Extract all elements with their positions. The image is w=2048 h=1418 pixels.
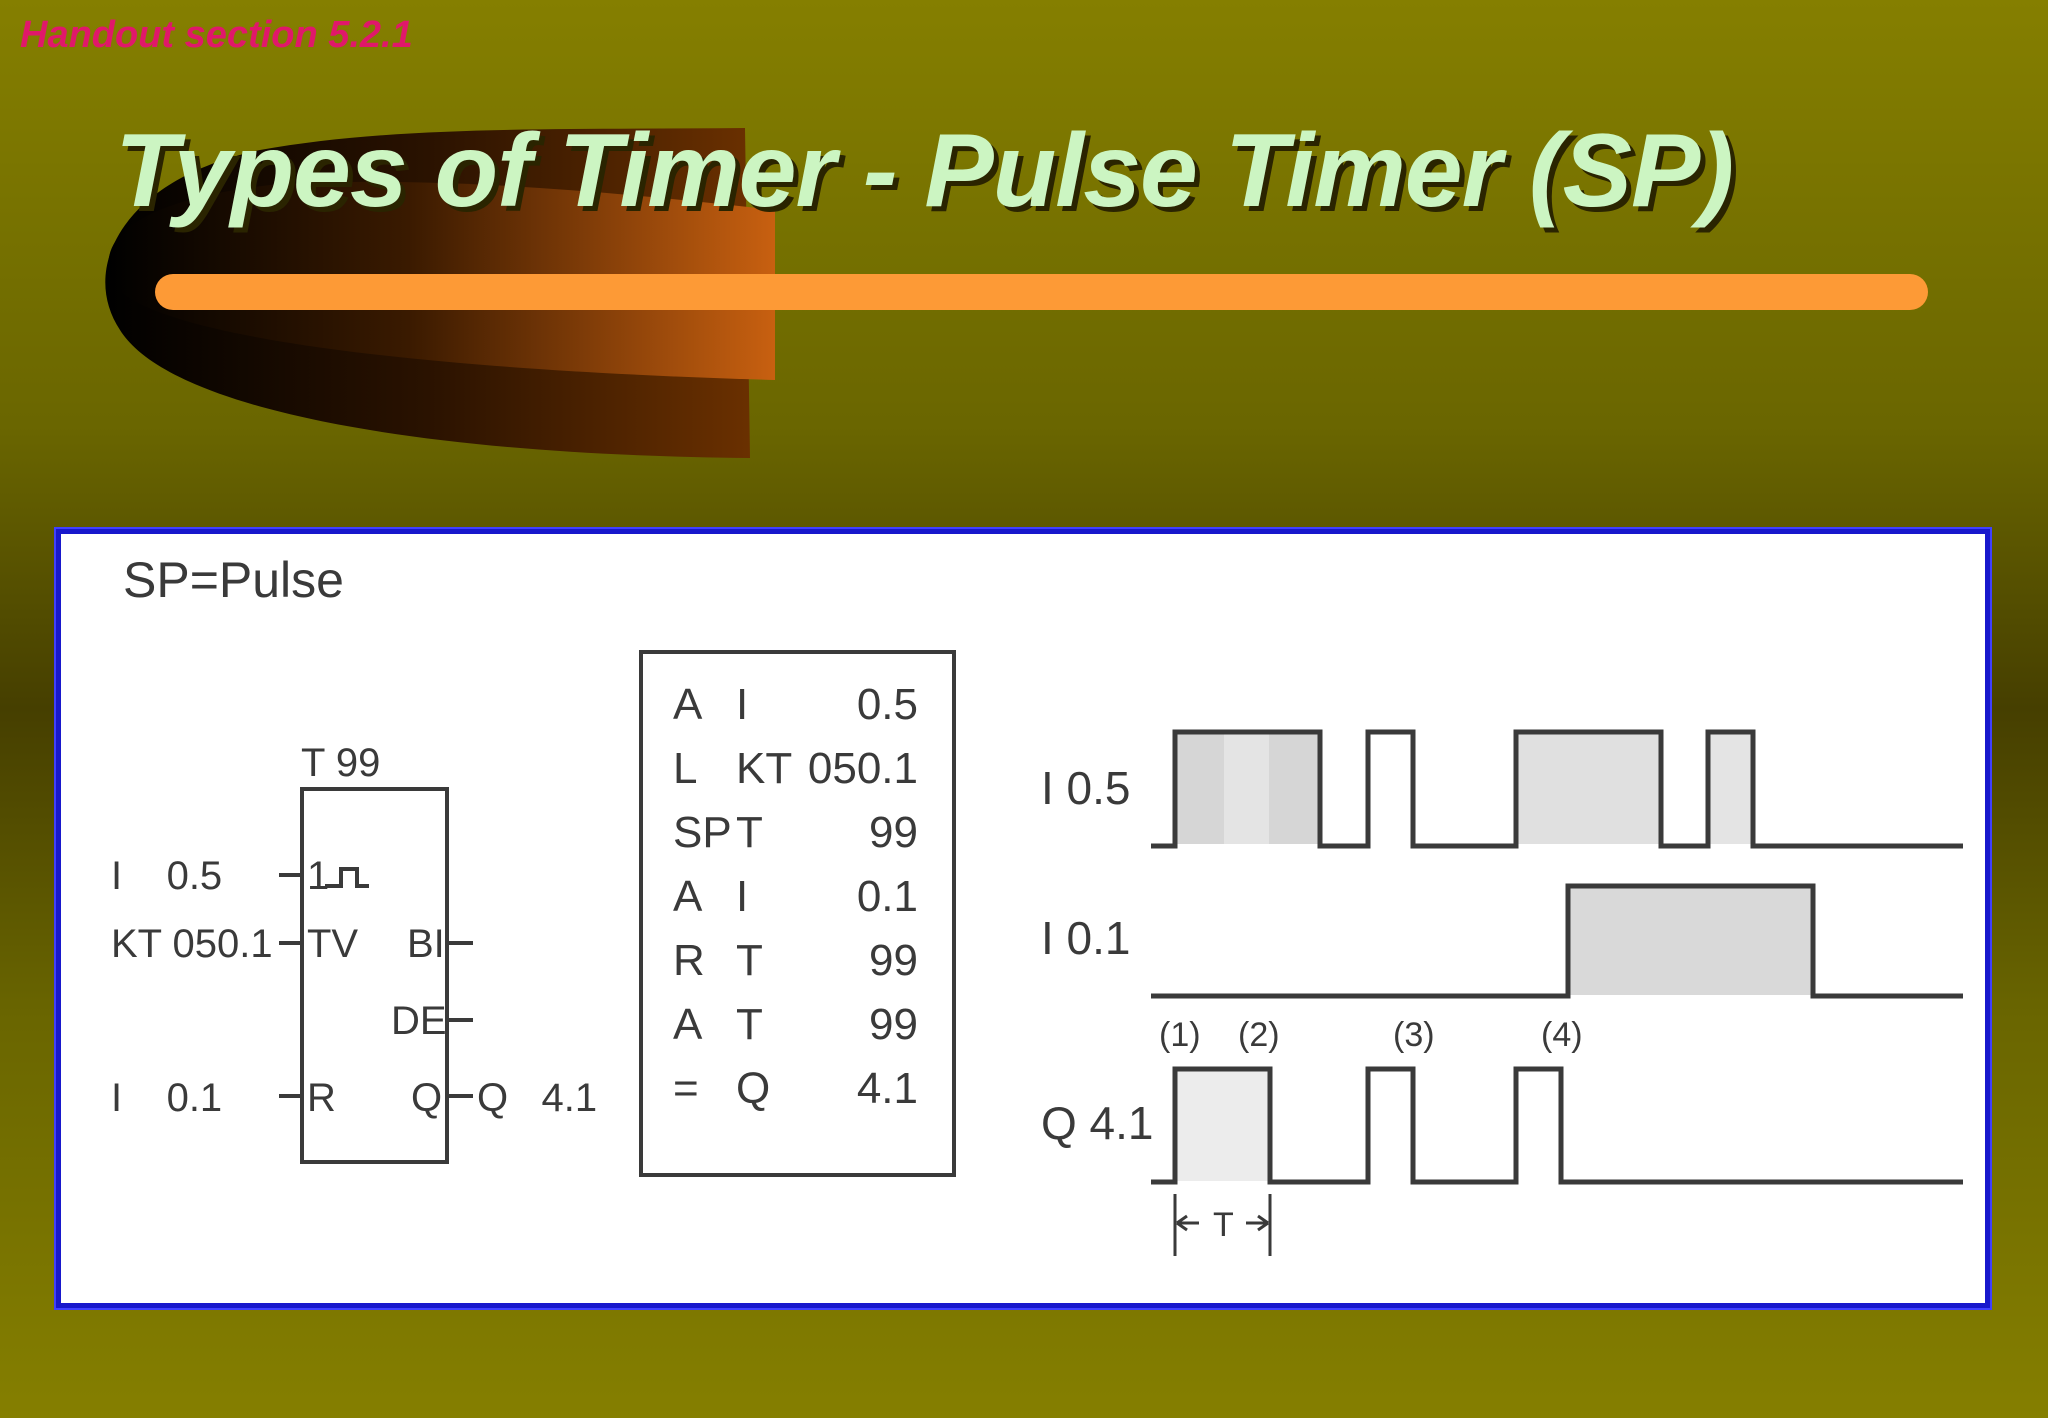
- diagram-heading: SP=Pulse: [123, 552, 344, 608]
- pin-r-label: R: [307, 1076, 336, 1120]
- period-arrow-left: [1176, 1214, 1199, 1232]
- block-name: T 99: [301, 741, 380, 785]
- slide-title: Types of Timer - Pulse Timer (SP): [115, 113, 1734, 229]
- marker-1: (1): [1159, 1016, 1201, 1054]
- i01-pulse-fill: [1568, 886, 1813, 995]
- stl-row-7-col-2: Q: [736, 1064, 770, 1113]
- stl-row-5-col-1: R: [673, 936, 705, 985]
- input-tv-operand: KT 050.1: [111, 922, 273, 966]
- output-q-operand: Q 4.1: [477, 1076, 597, 1120]
- stl-row-1-col-3: 0.5: [857, 680, 918, 729]
- stl-row-7-col-3: 4.1: [857, 1064, 918, 1113]
- pin-tv-label: TV: [307, 922, 358, 966]
- stl-row-2-col-1: L: [673, 744, 697, 793]
- stl-row-3-col-2: T: [736, 808, 763, 857]
- stl-row-2-col-3: 050.1: [808, 744, 918, 793]
- title-decoration: [105, 128, 775, 458]
- marker-3: (3): [1393, 1016, 1435, 1054]
- signal-label-i05: I 0.5: [1041, 762, 1131, 814]
- i05-waveform: [1151, 729, 1963, 849]
- stl-row-5-col-2: T: [736, 936, 763, 985]
- i01-waveform: [1151, 883, 1963, 999]
- handout-section-label: Handout section 5.2.1: [20, 14, 413, 56]
- timer-block: [300, 787, 449, 1164]
- i05-pulse-fill-4: [1708, 732, 1753, 844]
- i05-pulse-fill-2: [1224, 732, 1269, 844]
- q41-pulse-fill: [1175, 1069, 1270, 1181]
- input-r-operand: I 0.1: [111, 1076, 222, 1120]
- stl-row-1-col-1: A: [673, 680, 703, 729]
- marker-2: (2): [1238, 1016, 1280, 1054]
- stl-row-3-col-3: 99: [869, 808, 918, 857]
- pulse-symbol: [325, 867, 369, 888]
- pin-s-label: 1: [307, 854, 329, 898]
- stl-row-1-col-2: I: [736, 680, 748, 729]
- stl-row-6-col-1: A: [673, 1000, 703, 1049]
- stl-row-2-col-2: KT: [736, 744, 792, 793]
- title-underline-bar: [155, 274, 1928, 310]
- timing-diagram: I 0.5 I 0.1 Q 4.1 (1) (2) (3) (4) T: [1041, 729, 1963, 1256]
- pin-de-label: DE: [391, 999, 447, 1043]
- signal-label-i01: I 0.1: [1041, 912, 1131, 964]
- marker-4: (4): [1541, 1016, 1583, 1054]
- stl-row-6-col-2: T: [736, 1000, 763, 1049]
- q41-waveform: [1151, 1066, 1963, 1185]
- i05-pulse-fill-3: [1516, 732, 1661, 844]
- pin-bi-label: BI: [407, 922, 445, 966]
- period-arrow-right: [1246, 1214, 1269, 1232]
- input-s-operand: I 0.5: [111, 854, 222, 898]
- stl-box: [639, 650, 956, 1177]
- signal-label-q41: Q 4.1: [1041, 1097, 1154, 1149]
- stl-row-4-col-3: 0.1: [857, 872, 918, 921]
- pin-q-label: Q: [411, 1076, 442, 1120]
- period-label: T: [1213, 1206, 1234, 1244]
- stl-row-5-col-3: 99: [869, 936, 918, 985]
- stl-row-4-col-1: A: [673, 872, 703, 921]
- stl-row-7-col-1: =: [673, 1064, 699, 1113]
- stl-row-4-col-2: I: [736, 872, 748, 921]
- diagram-panel: SP=Pulse T 99 1 TV R BI DE Q I 0.5 KT 05…: [54, 527, 1992, 1310]
- stl-row-6-col-3: 99: [869, 1000, 918, 1049]
- stl-row-3-col-1: SP: [673, 808, 732, 857]
- pulse-timer-diagram: SP=Pulse T 99 1 TV R BI DE Q I 0.5 KT 05…: [111, 552, 1963, 1256]
